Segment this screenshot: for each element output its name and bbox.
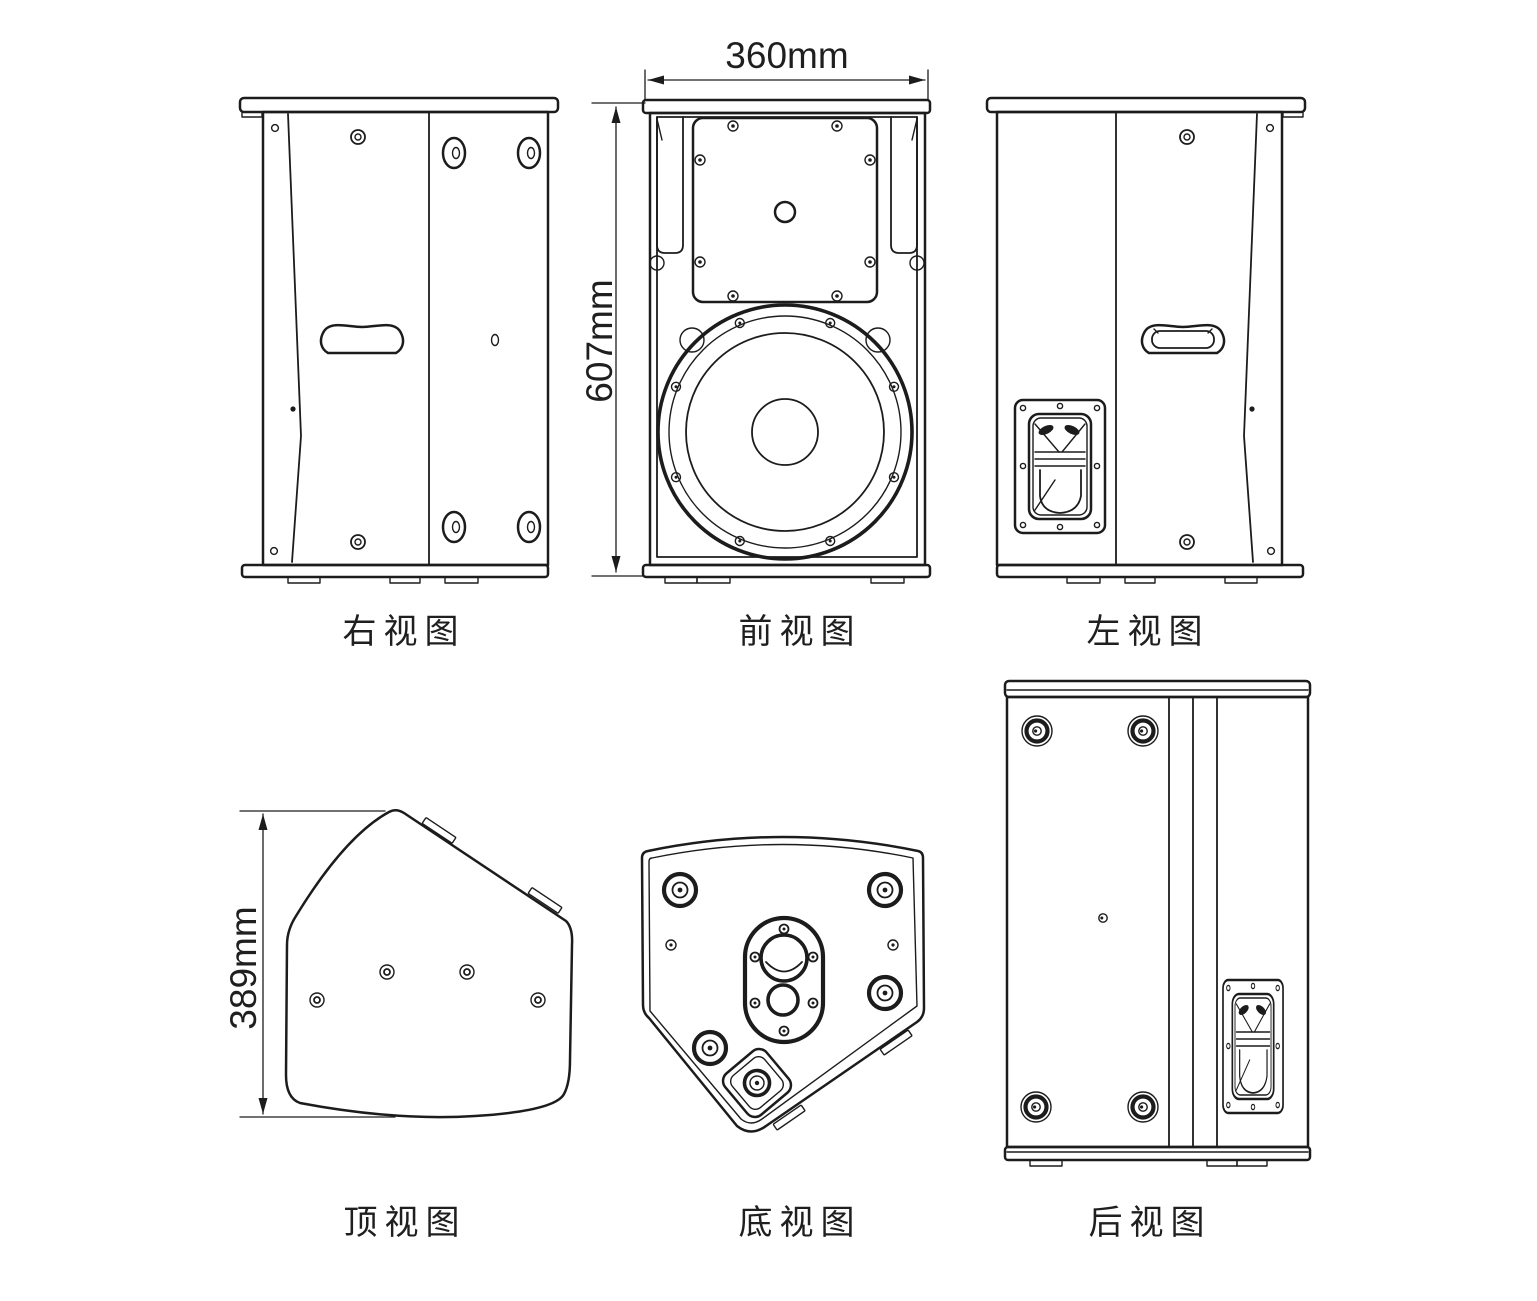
top-cap [641,98,932,115]
connector-panel-rear [1221,978,1285,1115]
label-right-view: 右视图 [342,613,466,651]
dimension-width [644,69,929,101]
rear-feet [1020,715,1159,1123]
label-rear-view: 后视图 [1088,1204,1212,1242]
woofer [656,303,914,561]
dim-depth-text: 389mm [223,906,264,1029]
label-left-view: 左视图 [1086,613,1210,651]
left-view-drawing [985,96,1307,585]
dimension-depth [239,810,396,1118]
dim-height-text: 607mm [579,279,620,402]
side-handle-cutout [319,323,405,355]
right-view-drawing [238,96,560,585]
woofer-screws [670,317,900,547]
pole-mount-plate [742,915,826,1045]
bottom-feet [661,871,904,1067]
connector-panel-left [1013,398,1107,535]
label-top-view: 顶视图 [343,1204,467,1242]
top-view-drawing [284,809,574,1119]
dimension-height [591,102,646,577]
label-bottom-view: 底视图 [738,1204,862,1242]
label-front-view: 前视图 [738,613,862,651]
top-screws [309,964,546,1008]
speakon-connector [721,1047,793,1119]
dim-width-text: 360mm [725,35,848,76]
side-handle-3d [1140,323,1226,355]
front-view-drawing [641,98,932,584]
horn-screws [694,120,876,302]
horn-plate [691,116,879,304]
side-feet [441,136,542,544]
bottom-view-drawing [640,835,926,1133]
rear-view-drawing [1003,679,1312,1167]
